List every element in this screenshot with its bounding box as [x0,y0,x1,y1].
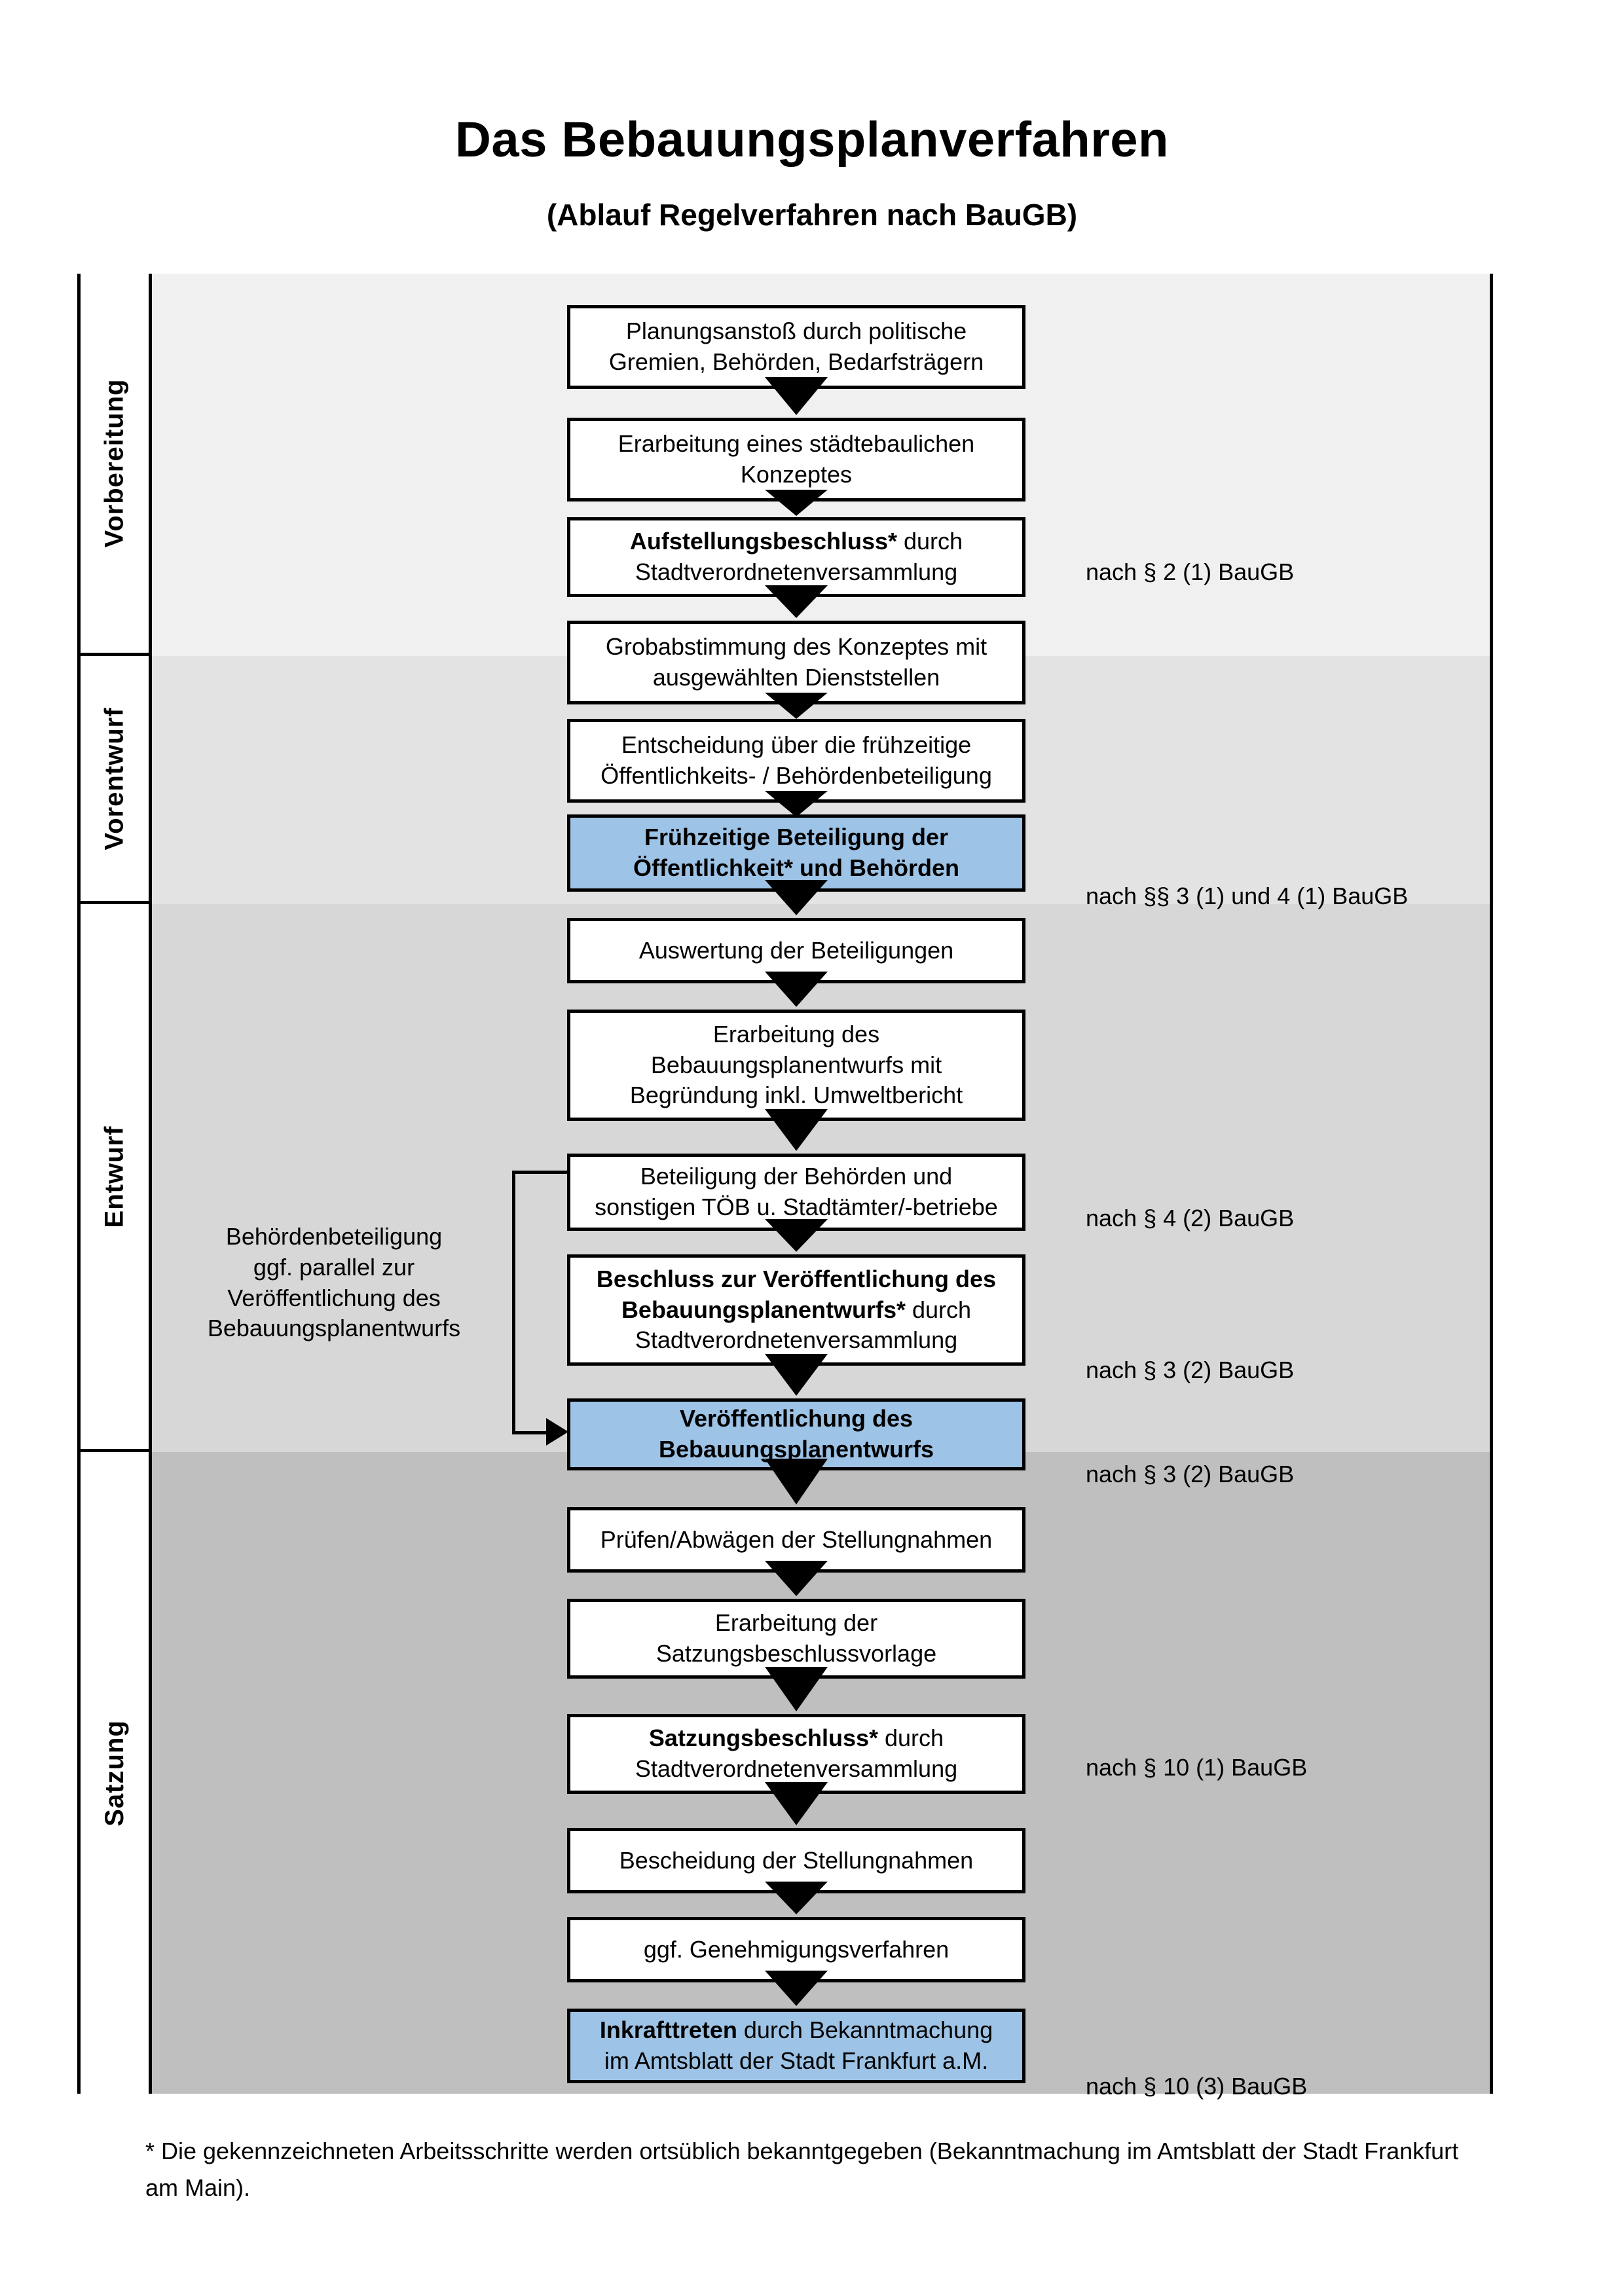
flow-arrow-down-icon [765,1219,828,1252]
flowchart-frame: Vorbereitung Vorentwurf Entwurf Satzung … [77,274,1493,2100]
flow-node-label: Bescheidung der Stellungnahmen [619,1846,974,1874]
side-note-line: Behördenbeteiligung [225,1223,443,1250]
parallel-branch-connector [512,1171,568,1446]
flow-arrow-down-icon [765,972,828,1007]
phase-label-entwurf: Entwurf [100,1125,129,1228]
ref-par10-1: nach § 10 (1) BauGB [1086,1754,1308,1781]
diagram-header: Das Bebauungsplanverfahren (Ablauf Regel… [0,111,1624,232]
page-subtitle: (Ablauf Regelverfahren nach BauGB) [546,198,1078,232]
footnote: * Die gekennzeichneten Arbeitsschritte w… [145,2138,1459,2201]
ref-par10-3: nach § 10 (3) BauGB [1086,2073,1308,2100]
phase-label-vorbereitung: Vorbereitung [100,378,129,548]
page-title: Das Bebauungsplanverfahren [455,112,1169,168]
flow-arrow-down-icon [765,1109,828,1151]
flow-arrow-down-icon [765,585,828,618]
phase-label-cell-vorentwurf: Vorentwurf [81,656,149,904]
flow-arrow-down-icon [765,1782,828,1825]
phase-label-cell-entwurf: Entwurf [81,904,149,1452]
flow-arrow-down-icon [765,880,828,915]
ref-par4-2: nach § 4 (2) BauGB [1086,1204,1295,1231]
ref-par2-1: nach § 2 (1) BauGB [1086,558,1295,586]
flow-node-label: ggf. Genehmigungsverfahren [643,1935,950,1963]
phase-label-cell-satzung: Satzung [81,1452,149,2094]
flow-node-label: Prüfen/Abwägen der Stellungnahmen [600,1525,993,1553]
flow-arrow-down-icon [765,1667,828,1711]
phase-label-vorentwurf: Vorentwurf [100,706,129,850]
flow-arrow-down-icon [765,1561,828,1596]
flow-arrow-down-icon [765,693,828,719]
side-note-line: Veröffentlichung des [227,1284,441,1311]
flow-arrow-down-icon [765,791,828,817]
ref-par3-2-b: nach § 3 (2) BauGB [1086,1460,1295,1487]
arrowhead-icon [546,1418,568,1446]
side-note-line: ggf. parallel zur [253,1253,415,1281]
flow-arrow-down-icon [765,1459,828,1504]
flow-arrow-down-icon [765,1882,828,1914]
phase-label-cell-vorbereitung: Vorbereitung [81,274,149,656]
ref-par3-4-1: nach §§ 3 (1) und 4 (1) BauGB [1086,882,1409,909]
side-note-line: Bebauungsplanentwurfs [207,1315,461,1342]
flow-node-auswertung: Auswertung der Beteiligungen [567,918,1025,983]
phase-label-satzung: Satzung [100,1719,129,1827]
flow-node-label: Auswertung der Beteiligungen [638,936,954,964]
flow-arrow-down-icon [765,1354,828,1396]
ref-par3-2-a: nach § 3 (2) BauGB [1086,1357,1295,1384]
flow-arrow-down-icon [765,1971,828,2006]
flow-arrow-down-icon [765,490,828,516]
flow-arrow-down-icon [765,377,828,415]
